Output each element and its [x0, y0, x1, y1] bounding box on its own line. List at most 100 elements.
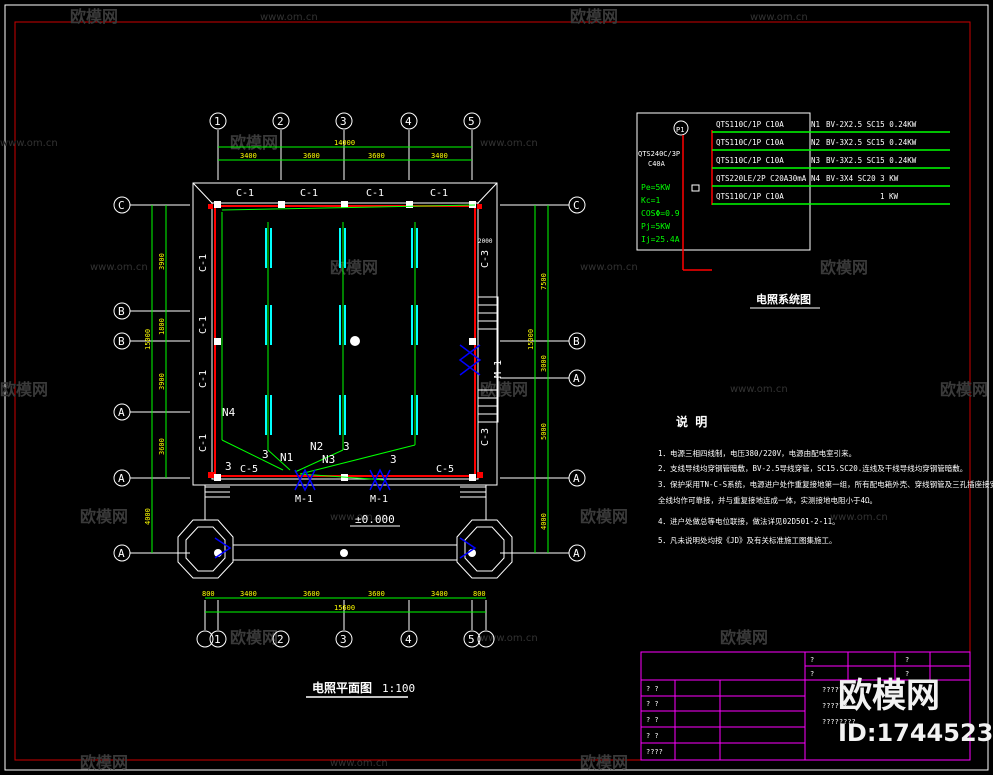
panel-label: P1 — [676, 126, 684, 134]
watermark-brand: 欧模网 — [480, 380, 528, 399]
dim-label: 3600 — [158, 438, 166, 455]
branch-breaker: QTS220LE/2P C20A30mA — [716, 174, 807, 183]
lighting-circuits — [221, 204, 476, 481]
title-cell: ?????? — [822, 686, 847, 694]
watermark-url: www.om.cn — [90, 262, 148, 273]
circuit-count: 3 — [390, 453, 397, 466]
axis-label: B — [573, 335, 580, 348]
window-label: C-1 — [198, 254, 209, 272]
system-diagram: P1 QTS240C/3P C40A Pe=5KW Kc=1 COSΦ=0.9 … — [636, 112, 950, 309]
dim-label: 4000 — [540, 513, 548, 530]
param-line: Ij=25.4A — [641, 235, 680, 244]
title-cell: ? ? — [646, 685, 659, 693]
note-line: 4．进户处做总等电位联接，做法详见02D501-2-11。 — [658, 516, 840, 526]
window-label: C-1 — [430, 188, 448, 199]
watermark-url: www.om.cn — [480, 633, 538, 644]
watermark-brand: 欧模网 — [580, 507, 628, 526]
axis-bubble — [463, 112, 481, 130]
window-label: C-3 — [480, 428, 491, 446]
dim-label: 3900 — [158, 253, 166, 270]
window-label: C-1 — [300, 188, 318, 199]
axis-label: 1 — [214, 115, 221, 128]
watermark-brand: 欧模网 — [230, 133, 278, 152]
dim-label: 5000 — [540, 423, 548, 440]
axis-label: A — [118, 472, 125, 485]
branch-breaker: QTS110C/1P C10A — [716, 138, 784, 147]
axis-label: 5 — [468, 115, 475, 128]
watermark-url: www.om.cn — [730, 384, 788, 395]
axis-label: 3 — [340, 633, 347, 646]
watermark-url: www.om.cn — [330, 512, 388, 523]
watermark-url: www.om.cn — [260, 12, 318, 23]
building-outer-wall — [192, 182, 498, 486]
axis-label: B — [118, 335, 125, 348]
branch-cable: 1 KW — [880, 192, 899, 201]
dim-label: 15600 — [334, 604, 355, 612]
door-label: M-1 — [370, 494, 388, 505]
dim-label: 14000 — [334, 139, 355, 147]
branch-circuit: N1 — [811, 120, 820, 129]
main-breaker: QTS240C/3P — [638, 150, 680, 158]
watermark-layer: 欧模网 www.om.cn 欧模网 www.om.cn 欧模网 www.om.c… — [0, 7, 988, 772]
branch-circuit: N2 — [811, 138, 820, 147]
dim-label: 15000 — [527, 329, 535, 350]
title-cell: ? ? — [646, 732, 659, 740]
watermark-brand: 欧模网 — [80, 507, 128, 526]
title-cell: ???????? — [822, 718, 856, 726]
drawing-frame-outer — [4, 4, 989, 771]
axis-label: 4 — [405, 115, 412, 128]
axis-label: A — [573, 472, 580, 485]
title-cell: ? ? — [646, 716, 659, 724]
watermark-brand: 欧模网 — [720, 628, 768, 647]
branch-cable: BV-3X4 SC20 3 KW — [826, 174, 899, 183]
branch-breaker: QTS110C/1P C10A — [716, 120, 784, 129]
door-label: M-1 — [295, 494, 313, 505]
note-line: 全线均作可靠接，并与重复接地连成一体，实测接地电阻小于4Ω。 — [658, 495, 877, 505]
param-line: COSΦ=0.9 — [641, 209, 680, 218]
window-label: C-1 — [236, 188, 254, 199]
dim-label: 3900 — [158, 373, 166, 390]
dim-label: 3600 — [368, 590, 385, 598]
axis-label: A — [573, 547, 580, 560]
axis-label: 1 — [214, 633, 221, 646]
dim-label: 3400 — [431, 152, 448, 160]
watermark-url: www.om.cn — [830, 512, 888, 523]
circuit-label: N1 — [280, 451, 293, 464]
bottom-axis-row — [196, 600, 495, 648]
axis-label: B — [118, 305, 125, 318]
watermark-url: www.om.cn — [480, 138, 538, 149]
window-label: C-1 — [198, 370, 209, 388]
axis-label: A — [118, 406, 125, 419]
axis-label: 3 — [340, 115, 347, 128]
level-mark: ±0.000 — [355, 513, 395, 526]
branch-circuit: N3 — [811, 156, 820, 165]
watermark-brand: 欧模网 — [940, 380, 988, 399]
porch-steps — [205, 486, 486, 498]
dim-label: 15000 — [144, 329, 152, 350]
dim-label: 3600 — [303, 152, 320, 160]
main-breaker-rating: C40A — [648, 160, 666, 168]
floor-plan: 1 2 3 4 5 14000 3400 3600 3600 3400 2 3 — [113, 112, 586, 648]
watermark-brand: 欧模网 — [80, 753, 128, 772]
window-label: C-3 — [480, 250, 491, 268]
branch-cable: BV-3X2.5 SC15 0.24KW — [826, 156, 917, 165]
watermark-brand: 欧模网 — [0, 380, 48, 399]
window-label: C-1 — [366, 188, 384, 199]
axis-label: A — [573, 372, 580, 385]
small-label: 2000 — [478, 238, 493, 245]
axis-label: 5 — [468, 633, 475, 646]
notes: 说 明 1．电源三相四线制，电压380/220V，电源由配电室引来。 2．支线导… — [658, 414, 993, 545]
title-cell: ? — [905, 670, 909, 678]
dim-label: 800 — [202, 590, 215, 598]
circuit-count: 3 — [225, 460, 232, 473]
watermark-logo: 欧模网 — [838, 676, 940, 716]
title-cell: ? — [905, 656, 909, 664]
circuit-label: N2 — [310, 440, 323, 453]
dim-label: 3400 — [240, 590, 257, 598]
dim-label: 800 — [473, 590, 486, 598]
dim-label: 3600 — [303, 590, 320, 598]
window-label: C-5 — [240, 464, 258, 475]
dim-label: 3400 — [240, 152, 257, 160]
axis-bubble — [335, 112, 353, 130]
stair — [477, 296, 499, 423]
